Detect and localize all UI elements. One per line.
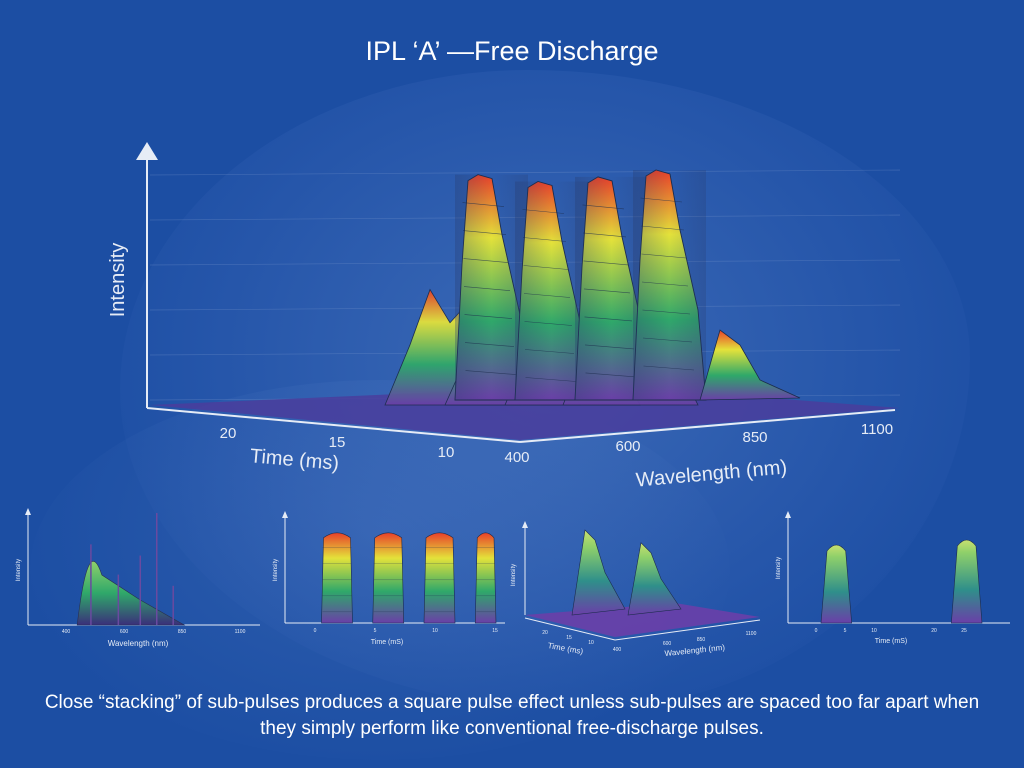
s1-xlabel: Wavelength (nm) — [108, 639, 169, 648]
s1-tick: 400 — [62, 629, 71, 635]
slide-title: IPL ‘A’ —Free Discharge — [365, 36, 659, 66]
main-time-tick: 10 — [438, 444, 455, 461]
s1-tick: 600 — [120, 629, 129, 635]
s4-tick: 10 — [871, 628, 877, 634]
s3-time-axis — [524, 617, 616, 641]
s3-time-tick: 15 — [566, 635, 572, 641]
main-grid-line — [149, 169, 901, 176]
main-peak-mesh-line — [583, 260, 629, 266]
main-peak-mesh-line — [525, 377, 577, 382]
s4-pulse-2 — [951, 539, 983, 624]
main-peak-mesh-line — [584, 316, 633, 322]
s2-pulse-2 — [372, 532, 405, 624]
main-peak-mesh-line — [524, 321, 573, 326]
s3-wavelength-tick: 600 — [663, 641, 672, 647]
main-wavelength-tick: 400 — [504, 449, 529, 466]
main-time-tick: 15 — [329, 434, 346, 451]
s2-tick: 10 — [432, 628, 438, 634]
s1-spectrum-envelope — [76, 561, 186, 626]
s3-wavelength-tick: 1100 — [746, 631, 757, 637]
s1-arrowhead — [25, 508, 31, 515]
s3-pulse-2 — [627, 542, 682, 616]
s2-pulse-4 — [474, 532, 497, 624]
s4-tick: 25 — [961, 628, 967, 634]
s2-pulse-3 — [423, 532, 456, 624]
s3-ylabel: Time (ms) — [547, 641, 584, 656]
s3-wavelength-tick: 400 — [613, 647, 622, 653]
main-peak-mesh-line — [465, 370, 517, 375]
main-peak-mesh-line — [643, 365, 695, 371]
main-peak-mesh-line — [640, 197, 683, 203]
s3-time-tick: 20 — [542, 630, 548, 636]
main-peak-mesh-line — [582, 232, 627, 238]
s3-arrowhead — [522, 521, 528, 528]
s4-xlabel: Time (mS) — [875, 638, 907, 645]
main-peak-mesh-line — [584, 344, 635, 350]
s2-ylabel: Intensity — [273, 559, 279, 581]
main-wavelength-tick: 850 — [742, 429, 767, 446]
s4-arrowhead — [785, 511, 791, 518]
s2-pulse-1 — [321, 532, 353, 624]
main-time-tick: 20 — [220, 425, 237, 442]
s4-pulse-1 — [820, 544, 852, 624]
s2-tick: 0 — [314, 628, 317, 634]
s3-xlabel: Wavelength (nm) — [664, 643, 726, 658]
main-tail-right — [699, 329, 801, 401]
main-peak-mesh-line — [464, 342, 515, 347]
s2-arrowhead — [282, 511, 288, 518]
main-intensity-arrowhead — [136, 142, 158, 160]
main-peak-mesh-line — [524, 349, 575, 354]
main-peak-mesh-line — [523, 265, 569, 270]
s3-time-tick: 10 — [588, 640, 594, 646]
s1-ylabel: Intensity — [16, 559, 22, 581]
main-wavelength-tick: 1100 — [861, 421, 893, 438]
main-peak-mesh-line — [583, 288, 631, 294]
main-peak-mesh-line — [522, 209, 565, 214]
main-surface — [384, 169, 801, 406]
main-peak-mesh-line — [641, 253, 687, 259]
main-peak-mesh-line — [582, 204, 625, 210]
main-peak-mesh-line — [642, 337, 693, 343]
main-intensity-label: Intensity — [107, 243, 129, 317]
s3-wavelength-tick: 850 — [697, 637, 706, 643]
s4-ylabel: Intensity — [776, 557, 782, 579]
main-wavelength-tick: 600 — [615, 438, 640, 455]
main-peak-mesh-line — [585, 372, 637, 378]
slide-caption: Close “stacking” of sub-pulses produces … — [44, 692, 980, 739]
main-time-axis — [146, 407, 521, 443]
s1-tick: 850 — [178, 629, 187, 635]
s4-tick: 5 — [844, 628, 847, 634]
main-time-label: Time (ms) — [249, 445, 340, 475]
s4-tick: 20 — [931, 628, 937, 634]
main-peak-mesh-line — [463, 258, 509, 263]
s2-tick: 5 — [374, 628, 377, 634]
s1-tick: 1100 — [235, 629, 246, 635]
main-peak-shade-4 — [633, 170, 706, 400]
s2-xlabel: Time (mS) — [371, 639, 403, 646]
main-peak-mesh-line — [522, 237, 567, 242]
s3-pulse-1 — [571, 529, 626, 616]
main-peak-mesh-line — [523, 293, 571, 298]
main-peak-mesh-line — [464, 314, 513, 319]
main-peak-mesh-line — [641, 281, 689, 287]
main-peak-mesh-line — [462, 202, 505, 207]
main-peak-mesh-line — [640, 225, 685, 231]
main-peak-mesh-line — [462, 230, 507, 235]
main-peak-mesh-line — [463, 286, 511, 291]
s3-zlabel: Intensity — [511, 564, 517, 586]
main-peak-mesh-line — [642, 309, 691, 315]
s4-tick: 0 — [815, 628, 818, 634]
main-wavelength-label: Wavelength (nm) — [635, 456, 788, 491]
s2-tick: 15 — [492, 628, 498, 634]
main-wavelength-axis — [519, 409, 896, 443]
s3-wavelength-axis — [614, 619, 761, 641]
